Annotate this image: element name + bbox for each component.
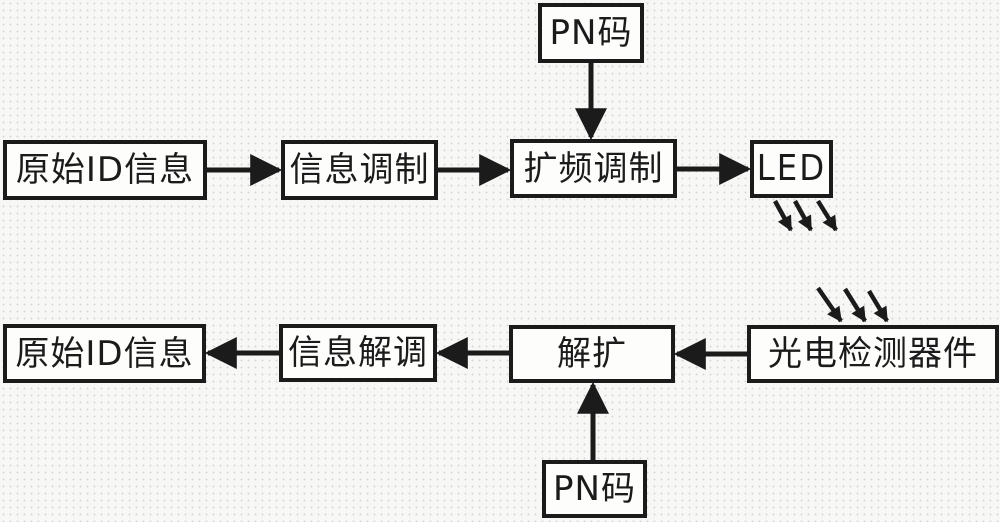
node-original-id-top: 原始ID信息 [3,140,207,200]
node-info-demodulation: 信息解调 [279,324,437,382]
node-original-id-bottom: 原始ID信息 [3,324,206,383]
node-spread-spectrum-modulation: 扩频调制 [510,139,677,198]
node-photodetector: 光电检测器件 [747,325,999,383]
node-led: LED [750,140,833,198]
node-despread: 解扩 [509,325,675,383]
node-pn-code-bottom: PN码 [542,460,647,518]
node-info-modulation: 信息调制 [281,140,438,200]
led-emission-arrows-icon [773,199,838,232]
incident-light-arrows-icon [816,286,889,323]
node-pn-code-top: PN码 [538,3,644,63]
